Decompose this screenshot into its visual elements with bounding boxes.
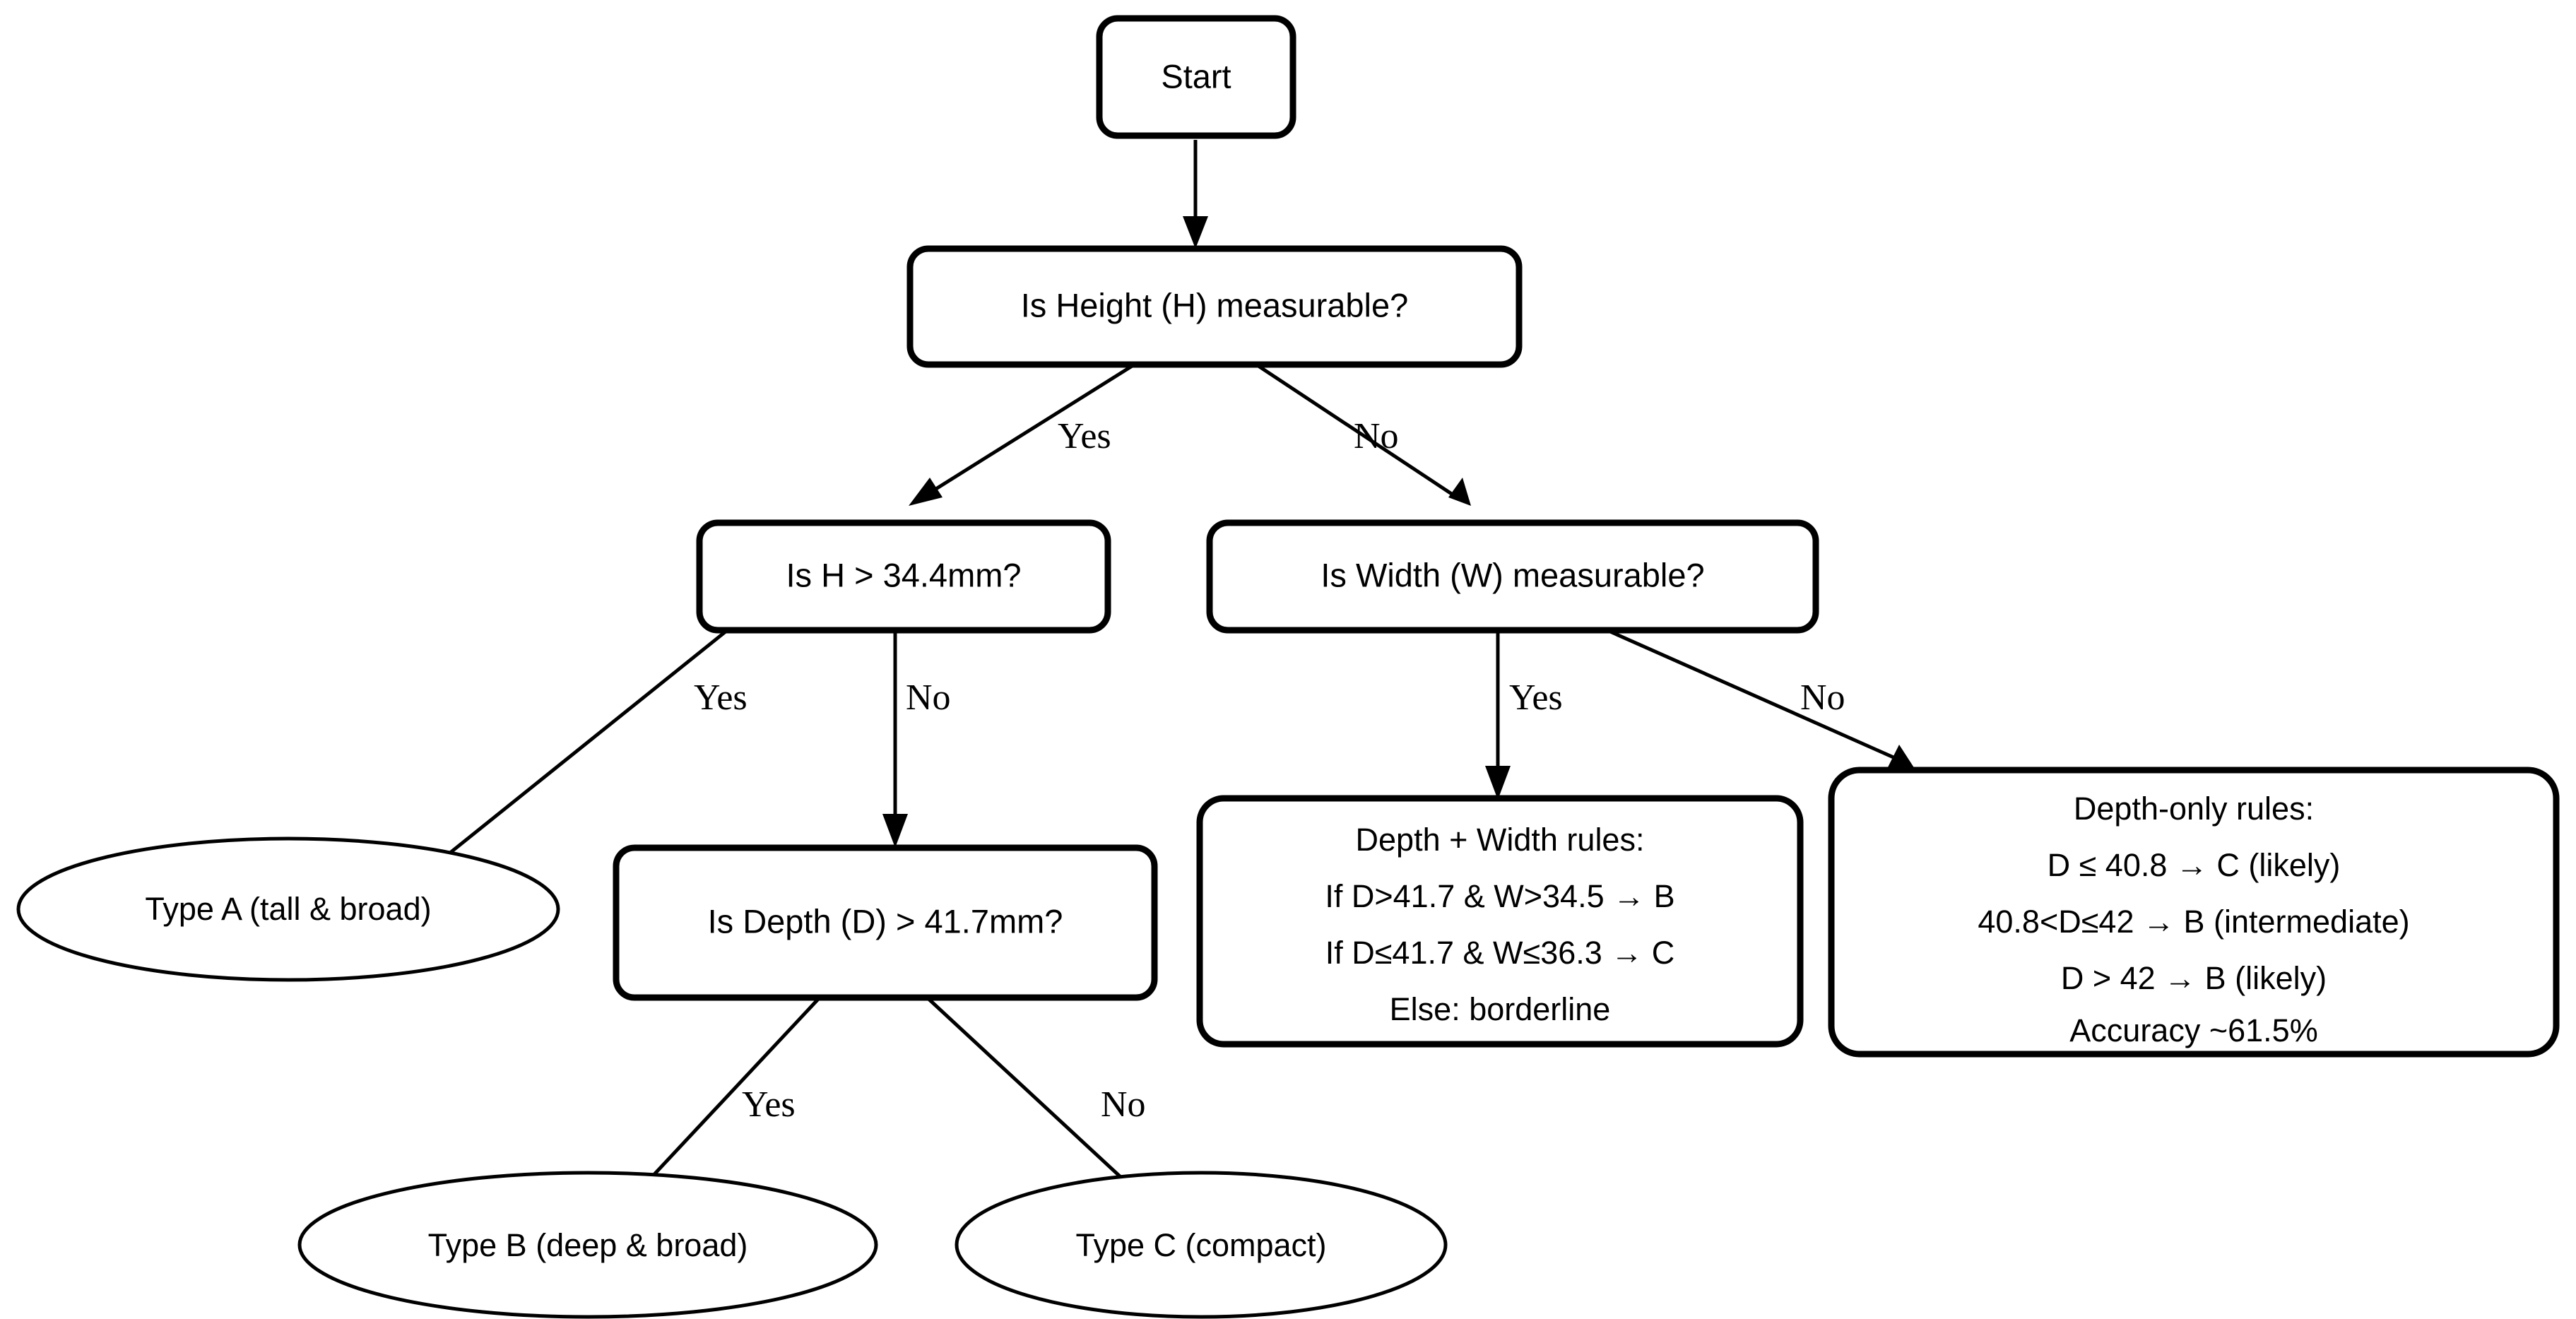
node-width-measurable-shape[interactable] xyxy=(1206,519,1819,634)
node-height-measurable-label: Is Height (H) measurable? xyxy=(1021,286,1409,324)
node-type-a[interactable]: Type A (tall & broad) xyxy=(16,836,560,982)
arrowhead-icon xyxy=(1183,216,1208,249)
node-depth-only-rules-shape[interactable] xyxy=(1828,767,2560,1058)
node-depth-width-rules-line-0: Depth + Width rules: xyxy=(1356,822,1645,858)
node-start-label: Start xyxy=(1161,57,1231,95)
node-start-shape[interactable] xyxy=(1096,15,1296,139)
node-depth-width-rules-line-2: If D≤41.7 & W≤36.3 → C xyxy=(1325,935,1675,971)
node-width-measurable-label: Is Width (W) measurable? xyxy=(1321,556,1704,593)
edge-height-to-h-threshold: Yes xyxy=(909,360,1140,506)
node-height-measurable[interactable]: Is Height (H) measurable? xyxy=(906,245,1523,368)
edge-h-threshold-to-d-threshold: No xyxy=(882,629,951,848)
node-type-c-label: Type C (compact) xyxy=(1075,1227,1326,1263)
node-depth-only-rules-line-3: D > 42 → B (likely) xyxy=(2061,960,2327,996)
edge-label-no: No xyxy=(1101,1084,1146,1125)
node-start[interactable]: Start xyxy=(1096,15,1296,139)
edge-label-yes: Yes xyxy=(742,1084,796,1125)
node-depth-width-rules-shape[interactable] xyxy=(1196,795,1804,1048)
node-depth-only-rules-line-0: Depth-only rules: xyxy=(2074,791,2314,827)
arrowhead-icon xyxy=(882,814,908,848)
node-depth-width-rules-line-1: If D>41.7 & W>34.5 → B xyxy=(1325,878,1674,914)
node-d-threshold-shape[interactable] xyxy=(613,844,1158,1001)
node-width-measurable[interactable]: Is Width (W) measurable? xyxy=(1206,519,1819,634)
node-depth-width-rules[interactable]: Depth + Width rules: If D>41.7 & W>34.5 … xyxy=(1196,795,1804,1048)
node-type-a-label: Type A (tall & broad) xyxy=(145,891,431,927)
node-type-c-shape[interactable] xyxy=(955,1171,1448,1319)
edge-label-yes: Yes xyxy=(1058,416,1111,456)
node-d-threshold-label: Is Depth (D) > 41.7mm? xyxy=(708,902,1063,940)
node-depth-width-rules-line-3: Else: borderline xyxy=(1390,991,1611,1027)
node-type-b[interactable]: Type B (deep & broad) xyxy=(297,1171,878,1319)
node-h-threshold[interactable]: Is H > 34.4mm? xyxy=(696,519,1111,634)
arrowhead-icon xyxy=(1888,745,1915,769)
node-height-measurable-shape[interactable] xyxy=(906,245,1523,368)
edge-width-to-depth-width-rules: Yes xyxy=(1485,629,1563,800)
node-type-c[interactable]: Type C (compact) xyxy=(955,1171,1448,1319)
arrowhead-icon xyxy=(1448,478,1471,506)
node-h-threshold-shape[interactable] xyxy=(696,519,1111,634)
node-type-a-shape[interactable] xyxy=(16,836,560,982)
edge-label-yes: Yes xyxy=(694,678,748,718)
arrowhead-icon xyxy=(909,478,943,506)
edge-start-to-height xyxy=(1183,140,1208,249)
edge-label-no: No xyxy=(906,678,951,718)
node-depth-only-rules-line-1: D ≤ 40.8 → C (likely) xyxy=(2048,847,2341,883)
edge-label-no: No xyxy=(1800,678,1845,718)
node-type-b-shape[interactable] xyxy=(297,1171,878,1319)
edge-label-yes: Yes xyxy=(1509,678,1563,718)
edge-width-to-depth-only-rules: No xyxy=(1602,627,1915,769)
node-type-b-label: Type B (deep & broad) xyxy=(428,1227,748,1263)
node-depth-only-rules-line-4: Accuracy ~61.5% xyxy=(2069,1012,2317,1048)
node-d-threshold[interactable]: Is Depth (D) > 41.7mm? xyxy=(613,844,1158,1001)
arrowhead-icon xyxy=(1485,766,1511,800)
edge-label-no: No xyxy=(1354,416,1399,456)
node-depth-only-rules-line-2: 40.8<D≤42 → B (intermediate) xyxy=(1978,904,2409,940)
node-h-threshold-label: Is H > 34.4mm? xyxy=(786,556,1021,593)
edge-height-to-width: No xyxy=(1251,360,1471,506)
node-depth-only-rules[interactable]: Depth-only rules: D ≤ 40.8 → C (likely) … xyxy=(1828,767,2560,1058)
